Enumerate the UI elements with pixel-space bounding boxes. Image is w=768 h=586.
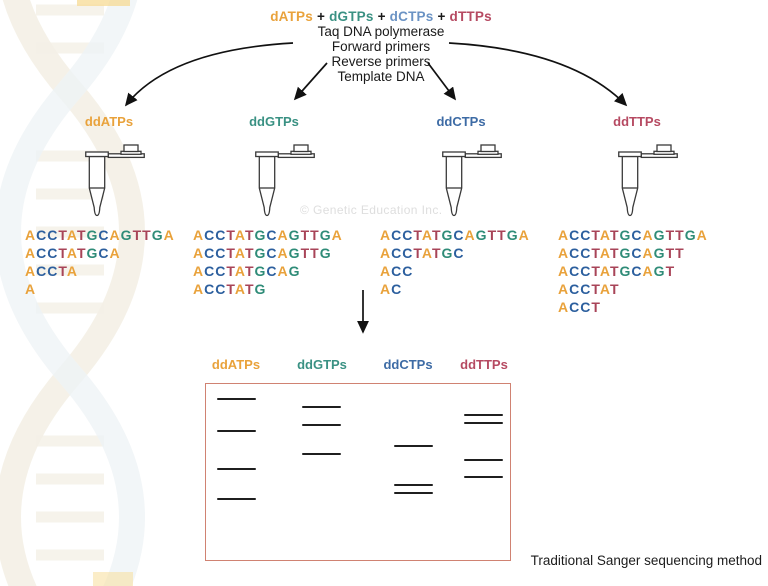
gel-band [464, 459, 503, 462]
gel-band [394, 445, 433, 448]
reagent-token-4: dCTPs [389, 9, 434, 24]
gel-lane-ddttps [464, 384, 503, 560]
sequence-block-ddctps: ACCTATGCAGTTGA ACCTATGC ACC AC [380, 226, 530, 298]
sequence-line: ACCTATGCAGTTGA [558, 227, 708, 243]
gel-band [302, 406, 341, 409]
header-line-taq: Taq DNA polymerase [317, 24, 445, 39]
gel-band [217, 468, 256, 471]
gel-lane-ddatps [217, 384, 256, 560]
header-line-template-dna: Template DNA [337, 69, 425, 84]
sequence-line: ACCTATGC [380, 245, 465, 261]
watermark: © Genetic Education Inc. [300, 203, 443, 217]
gel-band [302, 424, 341, 427]
reagent-token-1: + [316, 9, 326, 24]
gel-band [464, 414, 503, 417]
sequence-block-ddttps: ACCTATGCAGTTGA ACCTATGCAGTT ACCTATGCAGT ACC… [558, 226, 708, 316]
caption: Traditional Sanger sequencing method [530, 553, 762, 568]
sequence-line: ACCTAT [558, 281, 620, 297]
sequence-line: ACCTATGCAGTTGA [193, 227, 343, 243]
sequence-line: ACCTATGCAG [193, 263, 301, 279]
reagent-token-0: dATPs [270, 9, 313, 24]
sequence-line: ACCTA [25, 263, 79, 279]
gel-band [464, 422, 503, 425]
header-line-forward-primers: Forward primers [331, 39, 431, 54]
gel-band [464, 476, 503, 479]
gel-label-ddttps: ddTTPs [460, 357, 508, 372]
gel-box [205, 383, 511, 561]
sequence-line: A [25, 281, 37, 297]
reagent-line: dATPs+dGTPs+dCTPs+dTTPs [0, 9, 762, 24]
tube-label-ddatps: ddATPs [84, 114, 134, 129]
gel-label-ddatps: ddATPs [211, 357, 261, 372]
tube-icon-ddatps [85, 142, 147, 220]
sequence-line: ACCTATGCAGTTGA [25, 227, 175, 243]
reagent-token-2: dGTPs [329, 9, 374, 24]
sequence-block-ddatps: ACCTATGCAGTTGA ACCTATGCA ACCTA A [25, 226, 175, 298]
tube-label-ddgtps: ddGTPs [249, 114, 299, 129]
sequence-block-ddgtps: ACCTATGCAGTTGA ACCTATGCAGTTG ACCTATGCAG ACC… [193, 226, 343, 298]
tube-icon-ddctps [442, 142, 504, 220]
gel-lane-ddgtps [302, 384, 341, 560]
sequence-line: ACCTATGCA [25, 245, 121, 261]
sequence-line: ACCTATGCAGTTG [193, 245, 332, 261]
gel-band [217, 398, 256, 401]
reagent-token-3: + [377, 9, 386, 24]
header-block: dATPs+dGTPs+dCTPs+dTTPs Taq DNA polymera… [0, 9, 762, 84]
reagent-token-6: dTTPs [449, 9, 492, 24]
sequence-line: ACCTATG [193, 281, 267, 297]
sequence-line: ACCT [558, 299, 601, 315]
tube-label-ddctps: ddCTPs [436, 114, 486, 129]
gel-band [217, 430, 256, 433]
gel-label-ddctps: ddCTPs [383, 357, 433, 372]
tube-label-ddttps: ddTTPs [613, 114, 661, 129]
gel-band [394, 492, 433, 495]
reagent-token-5: + [437, 9, 446, 24]
gel-lane-ddctps [394, 384, 433, 560]
gel-band [217, 498, 256, 501]
sequence-line: ACCTATGCAGTT [558, 245, 685, 261]
sequence-line: ACCTATGCAGTTGA [380, 227, 530, 243]
gel-label-ddgtps: ddGTPs [297, 357, 347, 372]
sequence-line: ACC [380, 263, 414, 279]
gel-band [302, 453, 341, 456]
header-line-reverse-primers: Reverse primers [331, 54, 431, 69]
sequence-line: ACCTATGCAGT [558, 263, 676, 279]
tube-icon-ddttps [618, 142, 680, 220]
gel-band [394, 484, 433, 487]
sequence-line: AC [380, 281, 403, 297]
